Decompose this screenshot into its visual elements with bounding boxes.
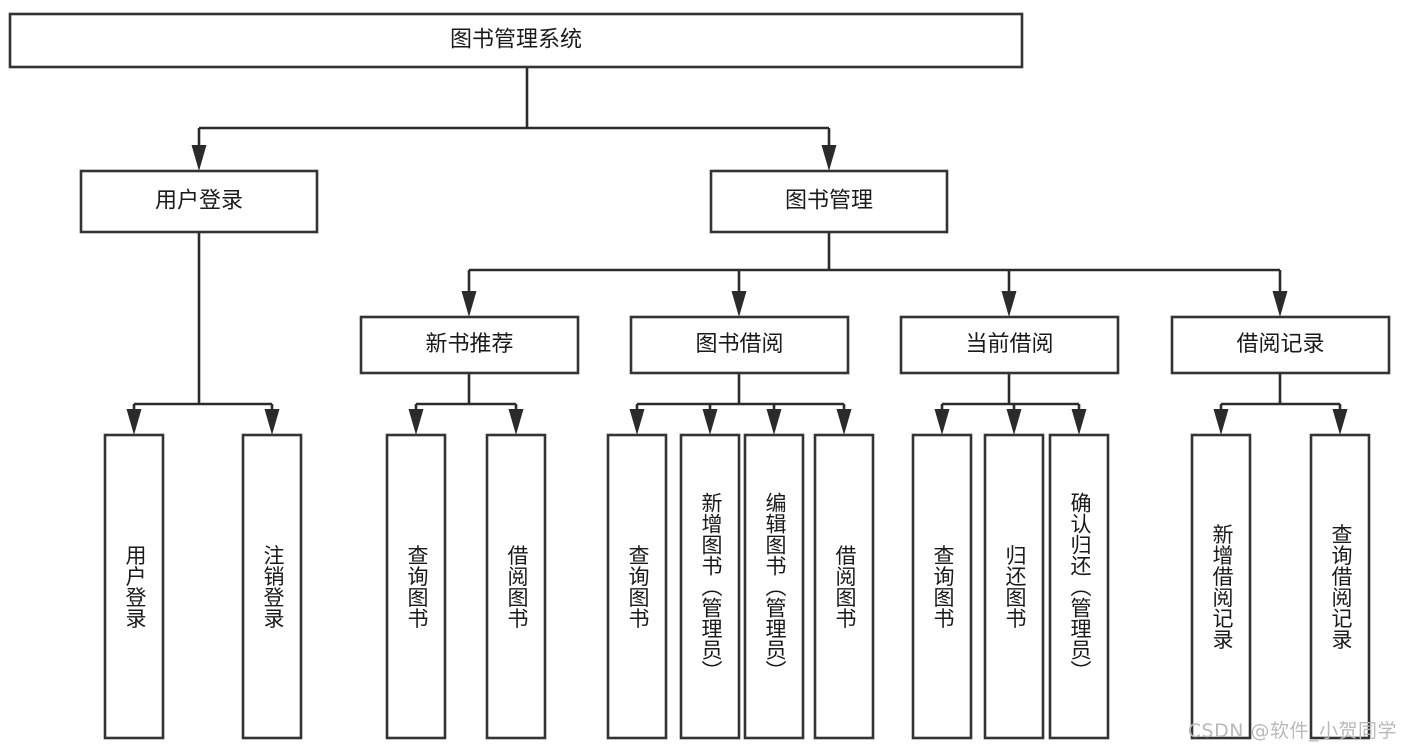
node-box-new-book-rec[interactable] [359, 315, 580, 375]
node-label-leaf-rec-borrow: 借阅图书 [505, 545, 529, 629]
node-leaf-user-login[interactable]: 用户登录 [103, 433, 165, 740]
node-box-leaf-rec-borrow[interactable] [485, 433, 547, 740]
node-leaf-rec-borrow[interactable]: 借阅图书 [485, 433, 547, 740]
arrow-head-icon [1332, 409, 1348, 435]
arrow-head-icon [461, 291, 477, 317]
node-box-book-borrow[interactable] [629, 315, 850, 375]
node-box-leaf-bb-edit[interactable] [743, 433, 805, 740]
node-label-borrow-record: 借阅记录 [1236, 332, 1324, 357]
node-box-leaf-br-query[interactable] [1309, 433, 1371, 740]
node-label-book-borrow: 图书借阅 [695, 332, 783, 357]
connectors-layer [126, 67, 1348, 435]
connector-book-borrow [629, 373, 852, 435]
node-box-user-login[interactable] [79, 169, 319, 234]
arrow-head-icon [264, 409, 280, 435]
node-label-leaf-bb-add: 新增图书（管理员） [699, 492, 723, 681]
node-root[interactable]: 图书管理系统 [8, 12, 1024, 69]
connector-borrow-record [1213, 373, 1348, 435]
node-box-leaf-bb-query[interactable] [606, 433, 668, 740]
node-box-leaf-bb-add[interactable] [679, 433, 741, 740]
node-leaf-br-query[interactable]: 查询借阅记录 [1309, 433, 1371, 740]
node-box-leaf-cb-query[interactable] [911, 433, 973, 740]
node-leaf-rec-query[interactable]: 查询图书 [385, 433, 447, 740]
node-box-leaf-cb-return[interactable] [983, 433, 1045, 740]
node-box-leaf-br-add[interactable] [1190, 433, 1252, 740]
node-new-book-rec[interactable]: 新书推荐 [359, 315, 580, 375]
arrow-head-icon [702, 409, 718, 435]
node-leaf-cb-confirm[interactable]: 确认归还（管理员） [1048, 433, 1110, 740]
arrow-head-icon [126, 409, 142, 435]
arrow-head-icon [934, 409, 950, 435]
node-box-leaf-logout[interactable] [241, 433, 303, 740]
arrow-head-icon [508, 409, 524, 435]
node-box-leaf-bb-borrow[interactable] [813, 433, 875, 740]
node-leaf-cb-return[interactable]: 归还图书 [983, 433, 1045, 740]
nodes-layer: 图书管理系统用户登录图书管理新书推荐图书借阅当前借阅借阅记录用户登录注销登录查询… [8, 12, 1391, 740]
arrow-head-icon [1006, 409, 1022, 435]
node-label-leaf-logout: 注销登录 [261, 545, 285, 629]
arrow-head-icon [836, 409, 852, 435]
node-box-root[interactable] [8, 12, 1024, 69]
node-leaf-cb-query[interactable]: 查询图书 [911, 433, 973, 740]
node-label-new-book-rec: 新书推荐 [425, 332, 513, 357]
node-label-root: 图书管理系统 [450, 28, 582, 53]
arrow-head-icon [408, 409, 424, 435]
node-label-user-login: 用户登录 [155, 189, 243, 214]
node-book-manage[interactable]: 图书管理 [709, 169, 949, 234]
node-box-leaf-user-login[interactable] [103, 433, 165, 740]
node-book-borrow[interactable]: 图书借阅 [629, 315, 850, 375]
node-leaf-bb-borrow[interactable]: 借阅图书 [813, 433, 875, 740]
connector-current-borrow [934, 373, 1087, 435]
arrow-head-icon [1213, 409, 1229, 435]
csdn-watermark: CSDN @软件_小贺同学 [1187, 720, 1397, 742]
arrow-head-icon [1272, 291, 1288, 317]
connector-new-book-rec [408, 373, 524, 435]
node-label-leaf-br-query: 查询借阅记录 [1329, 524, 1353, 650]
node-label-leaf-bb-borrow: 借阅图书 [833, 545, 857, 629]
arrow-head-icon [821, 145, 837, 171]
node-label-current-borrow: 当前借阅 [965, 332, 1053, 357]
node-label-leaf-bb-query: 查询图书 [626, 545, 650, 629]
arrow-head-icon [731, 291, 747, 317]
node-leaf-bb-add[interactable]: 新增图书（管理员） [679, 433, 741, 740]
arrow-head-icon [1071, 409, 1087, 435]
node-leaf-bb-edit[interactable]: 编辑图书（管理员） [743, 433, 805, 740]
node-user-login[interactable]: 用户登录 [79, 169, 319, 234]
arrow-head-icon [1001, 291, 1017, 317]
node-current-borrow[interactable]: 当前借阅 [899, 315, 1120, 375]
node-box-leaf-rec-query[interactable] [385, 433, 447, 740]
node-label-leaf-user-login: 用户登录 [123, 545, 147, 629]
node-leaf-bb-query[interactable]: 查询图书 [606, 433, 668, 740]
node-borrow-record[interactable]: 借阅记录 [1170, 315, 1391, 375]
arrow-head-icon [766, 409, 782, 435]
node-box-borrow-record[interactable] [1170, 315, 1391, 375]
node-label-leaf-cb-return: 归还图书 [1003, 545, 1027, 629]
node-box-book-manage[interactable] [709, 169, 949, 234]
arrow-head-icon [629, 409, 645, 435]
arrow-head-icon [191, 145, 207, 171]
connector-user-login [126, 232, 280, 435]
node-box-current-borrow[interactable] [899, 315, 1120, 375]
node-label-leaf-bb-edit: 编辑图书（管理员） [763, 492, 787, 681]
node-label-leaf-cb-confirm: 确认归还（管理员） [1068, 492, 1092, 681]
connector-book-manage [461, 232, 1288, 317]
node-leaf-br-add[interactable]: 新增借阅记录 [1190, 433, 1252, 740]
node-label-leaf-rec-query: 查询图书 [405, 545, 429, 629]
connector-root [191, 67, 837, 171]
node-leaf-logout[interactable]: 注销登录 [241, 433, 303, 740]
node-label-leaf-cb-query: 查询图书 [931, 545, 955, 629]
node-label-book-manage: 图书管理 [785, 189, 873, 214]
node-box-leaf-cb-confirm[interactable] [1048, 433, 1110, 740]
node-label-leaf-br-add: 新增借阅记录 [1210, 524, 1234, 650]
